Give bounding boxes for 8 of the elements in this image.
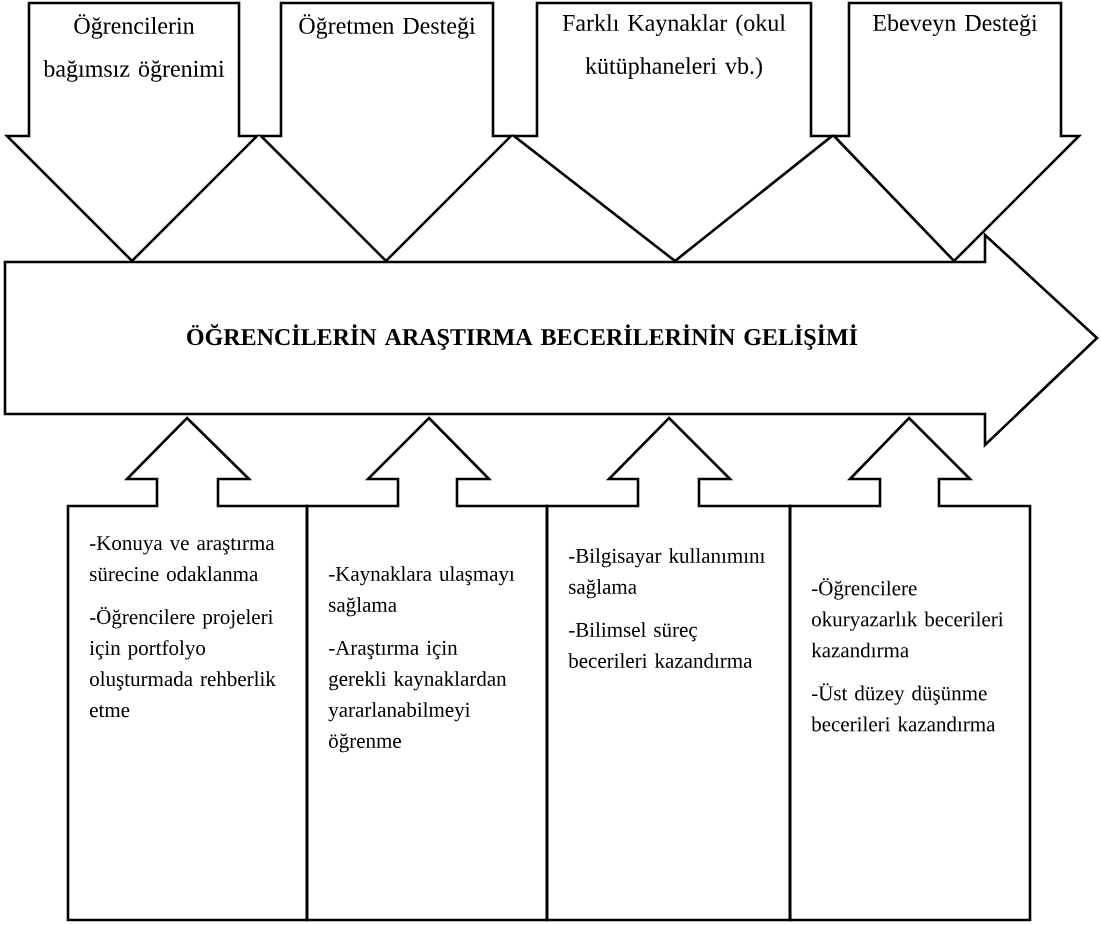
down-arrow-box: Ebeveyn Desteği [830, 1, 1083, 263]
down-arrow-box: Öğretmen Desteği [257, 1, 515, 263]
up-arrow-box: -Bilgisayar kullanımını sağlama -Bilimsel süreç becerileri kazandırma [545, 416, 792, 922]
down-arrow-box: Farklı Kaynaklar (okul kütüphaneleri vb.) [510, 1, 836, 263]
up-arrow-box: -Kaynaklara ulaşmayı sağlama -Araştırma için gerekli kaynaklardan yararlanabilmeyi öğrenme [305, 416, 549, 922]
up-arrow-box: -Konuya ve araştırma sürecine odaklanma -Öğrencilere projeleri için portfolyo oluşturmada rehberlik etme [66, 416, 309, 922]
down-arrow-box: Öğrencilerin bağımsız öğrenimi [3, 1, 261, 263]
up-arrow-box: -Öğrencilere okuryazarlık becerileri kazandırma -Üst düzey düşünme becerileri kazandırma [788, 416, 1032, 922]
